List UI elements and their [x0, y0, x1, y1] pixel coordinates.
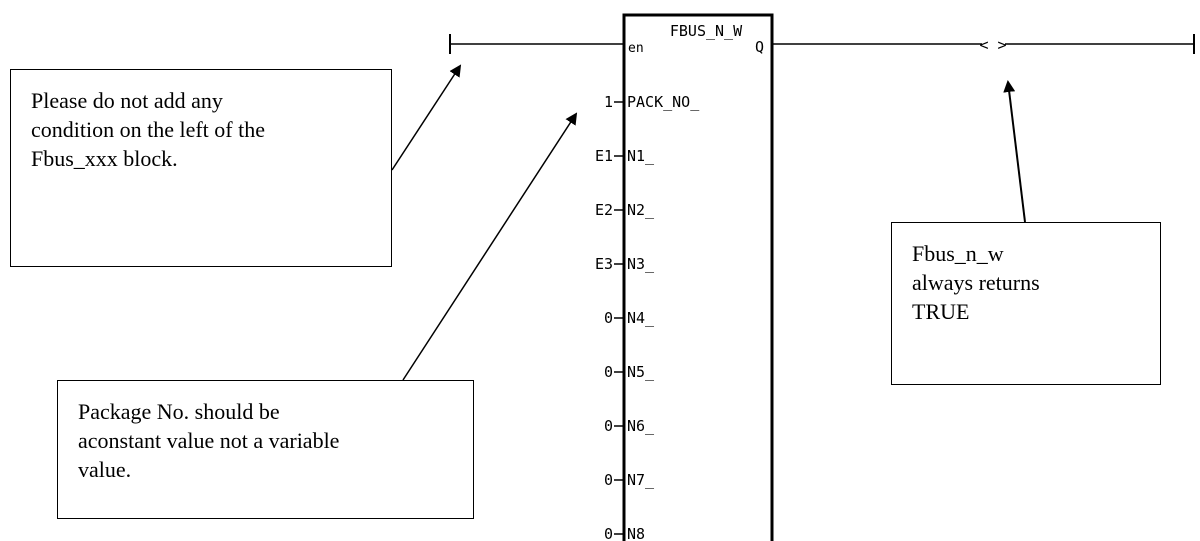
input-pin-label: N3_ — [627, 255, 655, 273]
input-pin-label: N5_ — [627, 363, 655, 381]
note-line: TRUE — [912, 299, 970, 324]
note-line: Please do not add any — [31, 88, 223, 113]
input-value: 0 — [604, 525, 613, 541]
input-value: 1 — [604, 93, 613, 111]
input-pin-label: N1_ — [627, 147, 655, 165]
arrow-to-enable — [391, 64, 462, 171]
input-value: 0 — [604, 363, 613, 381]
note-line: Fbus_xxx block. — [31, 146, 178, 171]
note-line: always returns — [912, 270, 1040, 295]
arrow-to-coil — [1003, 80, 1026, 223]
output-pin-label: Q — [755, 38, 764, 56]
note-line: condition on the left of the — [31, 117, 265, 142]
note-package-no: Package No. should be aconstant value no… — [57, 380, 474, 519]
input-pin-label: N7_ — [627, 471, 655, 489]
function-block[interactable] — [622, 13, 774, 541]
input-value: 0 — [604, 417, 613, 435]
enable-pin-label: en — [628, 41, 644, 56]
block-name: FBUS_N_W — [670, 22, 743, 40]
input-pin-label: N4_ — [627, 309, 655, 327]
input-value: 0 — [604, 309, 613, 327]
note-left-condition: Please do not add any condition on the l… — [10, 69, 392, 267]
arrow-to-pack-no — [402, 112, 578, 381]
output-coil: < > — [979, 36, 1006, 54]
note-line: Fbus_n_w — [912, 241, 1004, 266]
input-value: E1 — [595, 147, 613, 165]
input-pin-label: N6_ — [627, 417, 655, 435]
input-pin-label: N2_ — [627, 201, 655, 219]
note-returns: Fbus_n_w always returns TRUE — [891, 222, 1161, 385]
input-pin-label: PACK_NO_ — [627, 93, 700, 111]
note-line: value. — [78, 457, 132, 482]
input-value: E3 — [595, 255, 613, 273]
note-line: aconstant value not a variable — [78, 428, 340, 453]
input-pin-label: N8 — [627, 525, 645, 541]
note-line: Package No. should be — [78, 399, 280, 424]
input-value: E2 — [595, 201, 613, 219]
input-value: 0 — [604, 471, 613, 489]
